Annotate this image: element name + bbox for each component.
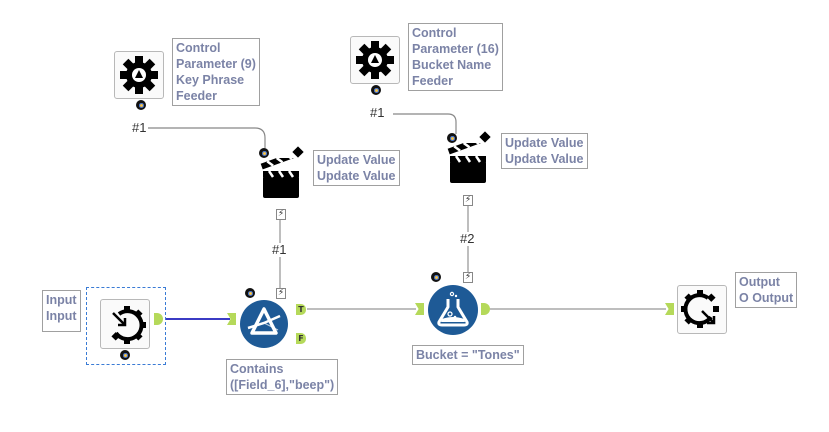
annotation-line: Output <box>739 275 780 289</box>
annotation-line: ([Field_6],"beep") <box>230 378 335 392</box>
tool-annotation: Contains ([Field_6],"beep") <box>226 359 339 395</box>
event-bolt-icon[interactable]: ⚡ <box>276 288 286 299</box>
wire-cp9-to-action1[interactable] <box>148 127 266 148</box>
macro-output-icon <box>681 290 719 328</box>
tool-annotation: Input Input <box>42 290 81 332</box>
output-anchor[interactable] <box>154 313 163 325</box>
question-badge-icon[interactable] <box>259 148 269 158</box>
annotation-line: Control <box>176 41 221 55</box>
annotation-line: Key Phrase <box>176 73 245 87</box>
filter-prism-icon <box>247 307 281 335</box>
annotation-line: Feeder <box>176 89 217 103</box>
annotation-line: Update Value <box>317 153 396 167</box>
annotation-line: Update Value <box>505 136 584 150</box>
annotation-line: Bucket = "Tones" <box>416 348 520 362</box>
tool-annotation: Update Value Update Value <box>501 133 588 169</box>
output-anchor[interactable] <box>481 303 490 315</box>
diamond-anchor-icon[interactable] <box>479 131 491 143</box>
clapperboard-icon <box>260 158 299 198</box>
action-2-tool[interactable] <box>447 143 489 185</box>
macro-input-icon <box>111 306 146 344</box>
connection-label: #2 <box>460 231 475 246</box>
annotation-line: Bucket Name <box>412 58 492 72</box>
annotation-line: Parameter (9) <box>176 57 256 71</box>
tool-annotation: Control Parameter (16) Bucket Name Feede… <box>408 23 503 91</box>
macro-input-tool[interactable] <box>100 299 150 349</box>
gear-icon <box>120 56 158 94</box>
input-anchor[interactable] <box>665 303 674 315</box>
annotation-line: O Output <box>739 291 794 305</box>
input-anchor[interactable] <box>415 303 424 315</box>
event-bolt-icon[interactable]: ⚡ <box>276 209 286 220</box>
question-badge-icon[interactable] <box>447 133 457 143</box>
diamond-anchor-icon[interactable] <box>292 146 304 158</box>
annotation-line: Control <box>412 26 457 40</box>
connection-label: #1 <box>272 242 287 257</box>
selection-outline <box>86 287 166 365</box>
annotation-line: Feeder <box>412 74 453 88</box>
wire-cp16-to-action2[interactable] <box>393 113 457 134</box>
annotation-line: Input <box>46 309 77 323</box>
formula-tool[interactable] <box>428 285 478 335</box>
clapperboard-icon <box>447 143 486 183</box>
macro-output-tool[interactable] <box>677 285 727 334</box>
action-1-tool[interactable] <box>260 158 302 200</box>
annotation-line: Contains <box>230 362 284 376</box>
question-badge-icon[interactable] <box>245 288 255 298</box>
question-badge-icon[interactable] <box>431 272 441 282</box>
gear-icon <box>356 41 394 79</box>
connection-label: #1 <box>132 120 147 135</box>
connection-label: #1 <box>370 105 385 120</box>
tool-annotation: Update Value Update Value <box>313 150 400 186</box>
question-badge-icon[interactable] <box>136 100 146 110</box>
question-badge-icon[interactable] <box>120 350 130 360</box>
input-anchor[interactable] <box>227 313 236 325</box>
control-parameter-9-tool[interactable] <box>114 51 164 99</box>
annotation-line: Update Value <box>505 152 584 166</box>
annotation-line: Update Value <box>317 169 396 183</box>
true-output-anchor[interactable]: T <box>296 304 306 315</box>
filter-tool[interactable] <box>240 300 288 348</box>
annotation-line: Input <box>46 293 77 307</box>
event-bolt-icon[interactable]: ⚡ <box>463 272 473 283</box>
annotation-line: Parameter (16) <box>412 42 499 56</box>
event-bolt-icon[interactable]: ⚡ <box>463 195 473 206</box>
tool-annotation: Output O Output <box>735 272 798 308</box>
tool-annotation: Bucket = "Tones" <box>412 345 524 365</box>
flask-icon <box>437 291 469 327</box>
question-badge-icon[interactable] <box>371 85 381 95</box>
tool-annotation: Control Parameter (9) Key Phrase Feeder <box>172 38 260 106</box>
control-parameter-16-tool[interactable] <box>350 36 400 84</box>
false-output-anchor[interactable]: F <box>296 333 306 344</box>
